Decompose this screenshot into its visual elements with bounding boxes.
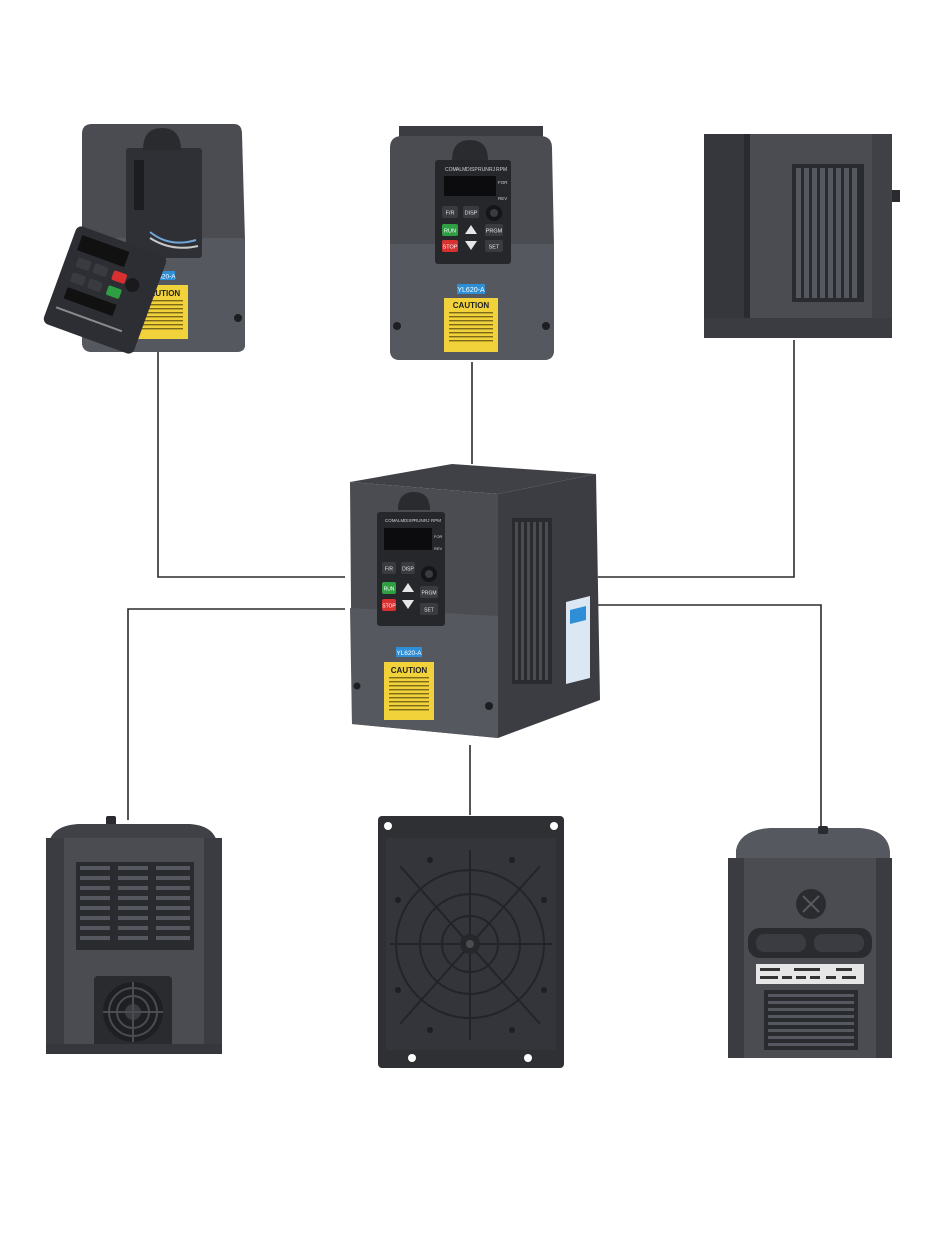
mounting-hole (384, 822, 392, 830)
connector-top-left (157, 352, 345, 578)
svg-text:RJ: RJ (489, 167, 496, 173)
svg-text:YL620-A: YL620-A (396, 650, 422, 657)
front-view: COM ALM DISP RUN RJ RPM FOR REV F/R DISP… (390, 126, 554, 360)
back-mounting-plate-view (378, 816, 564, 1068)
stop-button (111, 270, 127, 284)
svg-text:DISP: DISP (466, 167, 478, 173)
run-button (382, 582, 396, 594)
mounting-hole (524, 1054, 532, 1062)
stop-button (442, 240, 458, 252)
model-badge (457, 284, 485, 294)
up-arrow-icon (402, 583, 414, 592)
run-button (106, 285, 122, 299)
display (384, 528, 432, 550)
vent-grille (764, 990, 858, 1050)
three-quarter-view: COM ALM DISP RUN RJ RPM FOR REV F/R DISP… (350, 464, 600, 738)
svg-text:CAUTION: CAUTION (453, 301, 490, 310)
keypad-cavity (126, 148, 202, 258)
model-badge-text: YL620-A (150, 274, 176, 281)
svg-text:REV: REV (434, 546, 443, 551)
svg-text:RUN: RUN (478, 167, 489, 173)
svg-text:F/R: F/R (446, 211, 455, 217)
svg-text:F/R: F/R (385, 567, 393, 573)
svg-text:DISP: DISP (465, 211, 478, 217)
vent-slats (80, 866, 190, 940)
down-arrow-icon (402, 600, 414, 609)
top-terminal-view (728, 826, 892, 1058)
stop-button (382, 599, 396, 611)
svg-text:RUN: RUN (384, 587, 395, 593)
svg-text:FOR: FOR (498, 180, 508, 185)
svg-text:STOP: STOP (382, 604, 396, 610)
svg-text:ALM: ALM (456, 167, 466, 173)
svg-text:SET: SET (489, 245, 500, 251)
svg-text:PRGM: PRGM (422, 591, 437, 597)
detached-keypad (43, 226, 167, 354)
side-view (704, 134, 900, 338)
model-badge (151, 271, 175, 280)
top-face (350, 464, 596, 494)
svg-text:COM: COM (445, 167, 457, 173)
run-button (442, 224, 458, 236)
svg-text:STOP: STOP (443, 245, 458, 251)
svg-text:DISP: DISP (402, 567, 414, 573)
svg-text:RUN: RUN (444, 229, 456, 235)
svg-text:REV: REV (498, 196, 507, 201)
svg-text:RPM: RPM (496, 167, 507, 173)
svg-text:ALM: ALM (395, 518, 405, 523)
indicator-labels: COM ALM DISP RUN RJ RPM (385, 518, 441, 523)
svg-text:FOR: FOR (434, 534, 443, 539)
up-arrow-icon (465, 225, 477, 234)
display (444, 176, 496, 196)
mounting-hole (550, 822, 558, 830)
svg-text:SET: SET (424, 608, 434, 614)
caution-title: CAUTION (144, 289, 181, 298)
svg-text:RPM: RPM (431, 518, 441, 523)
svg-text:YL620-A: YL620-A (457, 287, 485, 294)
terminal-label (756, 964, 864, 984)
caution-text-lines (141, 300, 183, 330)
connector-bottom-right (598, 604, 822, 828)
down-arrow-icon (465, 241, 477, 250)
svg-text:RUN: RUN (414, 518, 424, 523)
detached-keypad-view: YL620-A CAUTION (43, 124, 245, 354)
svg-text:RJ: RJ (424, 518, 430, 523)
svg-text:DISP: DISP (404, 518, 415, 523)
bottom-fan-view (46, 816, 222, 1054)
svg-text:PRGM: PRGM (486, 229, 503, 235)
connector-lines (127, 340, 822, 828)
connector-bottom-left (127, 608, 345, 820)
svg-text:COM: COM (385, 518, 396, 523)
indicator-labels: COM ALM DISP RUN RJ RPM (445, 167, 507, 173)
mounting-hole (408, 1054, 416, 1062)
vent-slats (796, 168, 857, 298)
svg-text:CAUTION: CAUTION (391, 666, 428, 675)
model-badge (396, 647, 422, 657)
connector-top-right (598, 340, 795, 578)
